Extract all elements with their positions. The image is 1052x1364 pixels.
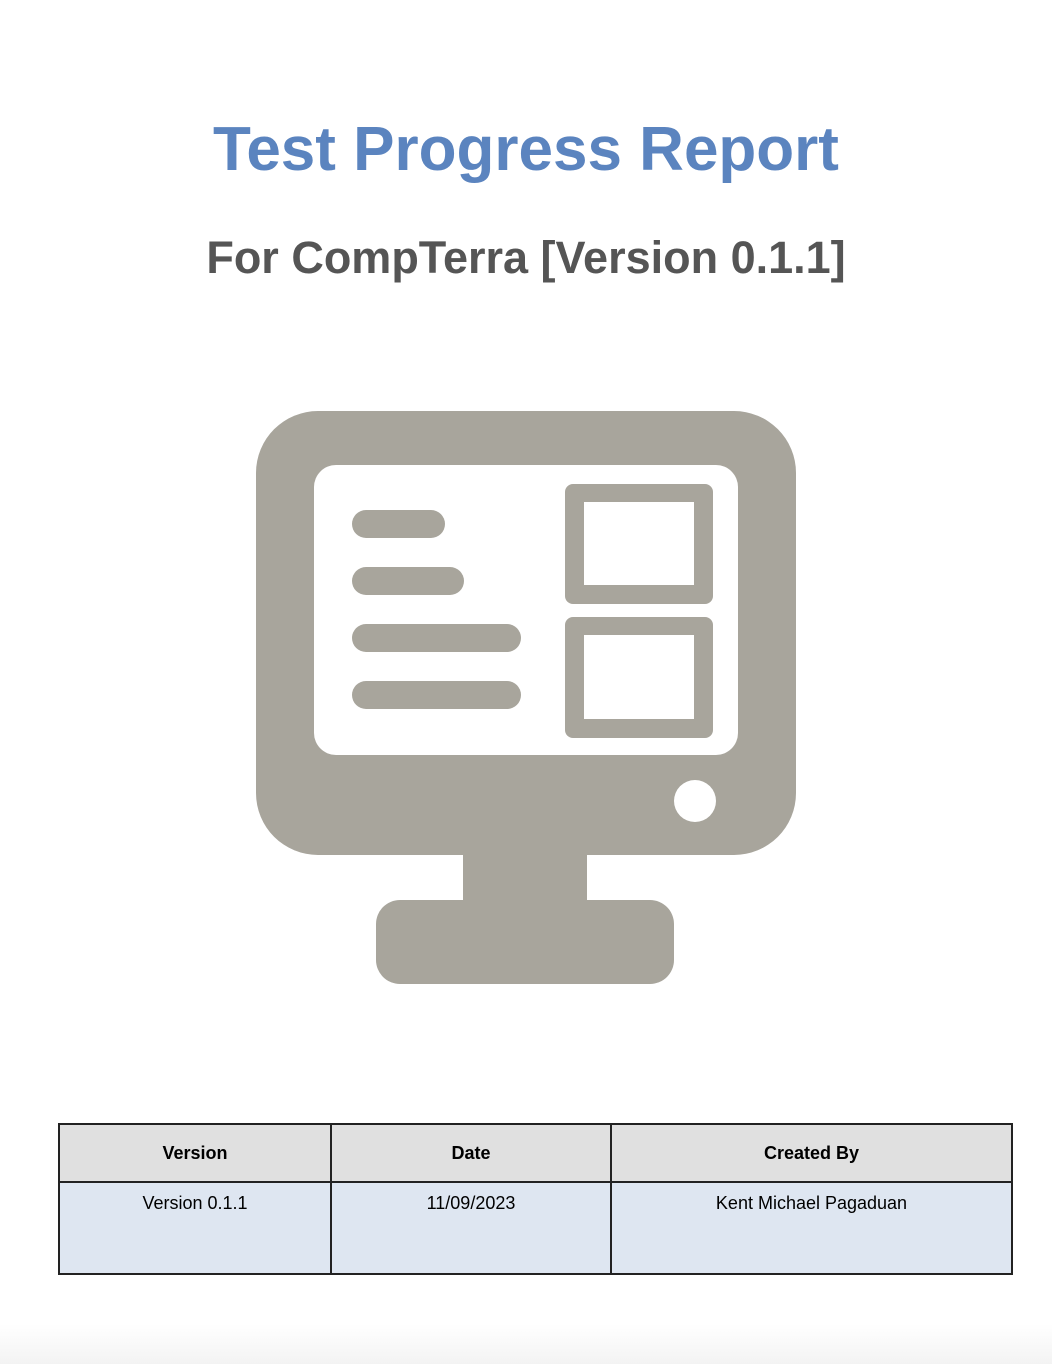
header-created-by: Created By xyxy=(610,1123,1013,1183)
cell-created-by: Kent Michael Pagaduan xyxy=(610,1181,1013,1275)
header-date: Date xyxy=(330,1123,612,1183)
computer-monitor-icon xyxy=(256,411,796,984)
table-header-row: Version Date Created By xyxy=(58,1123,1013,1183)
screen-text-line xyxy=(352,510,445,538)
screen-text-line xyxy=(352,567,464,595)
table-row: Version 0.1.1 11/09/2023 Kent Michael Pa… xyxy=(58,1181,1013,1275)
page-title: Test Progress Report xyxy=(213,115,839,184)
cell-date: 11/09/2023 xyxy=(330,1181,612,1275)
screen-text-line xyxy=(352,624,521,652)
document-info-table: Version Date Created By Version 0.1.1 11… xyxy=(58,1123,1013,1275)
power-button-icon xyxy=(674,780,716,822)
header-version: Version xyxy=(58,1123,332,1183)
page-subtitle: For CompTerra [Version 0.1.1] xyxy=(206,232,846,283)
screen-text-line xyxy=(352,681,521,709)
cell-version: Version 0.1.1 xyxy=(58,1181,332,1275)
page-bottom-edge xyxy=(0,1324,1052,1364)
monitor-stand-base xyxy=(376,900,674,984)
